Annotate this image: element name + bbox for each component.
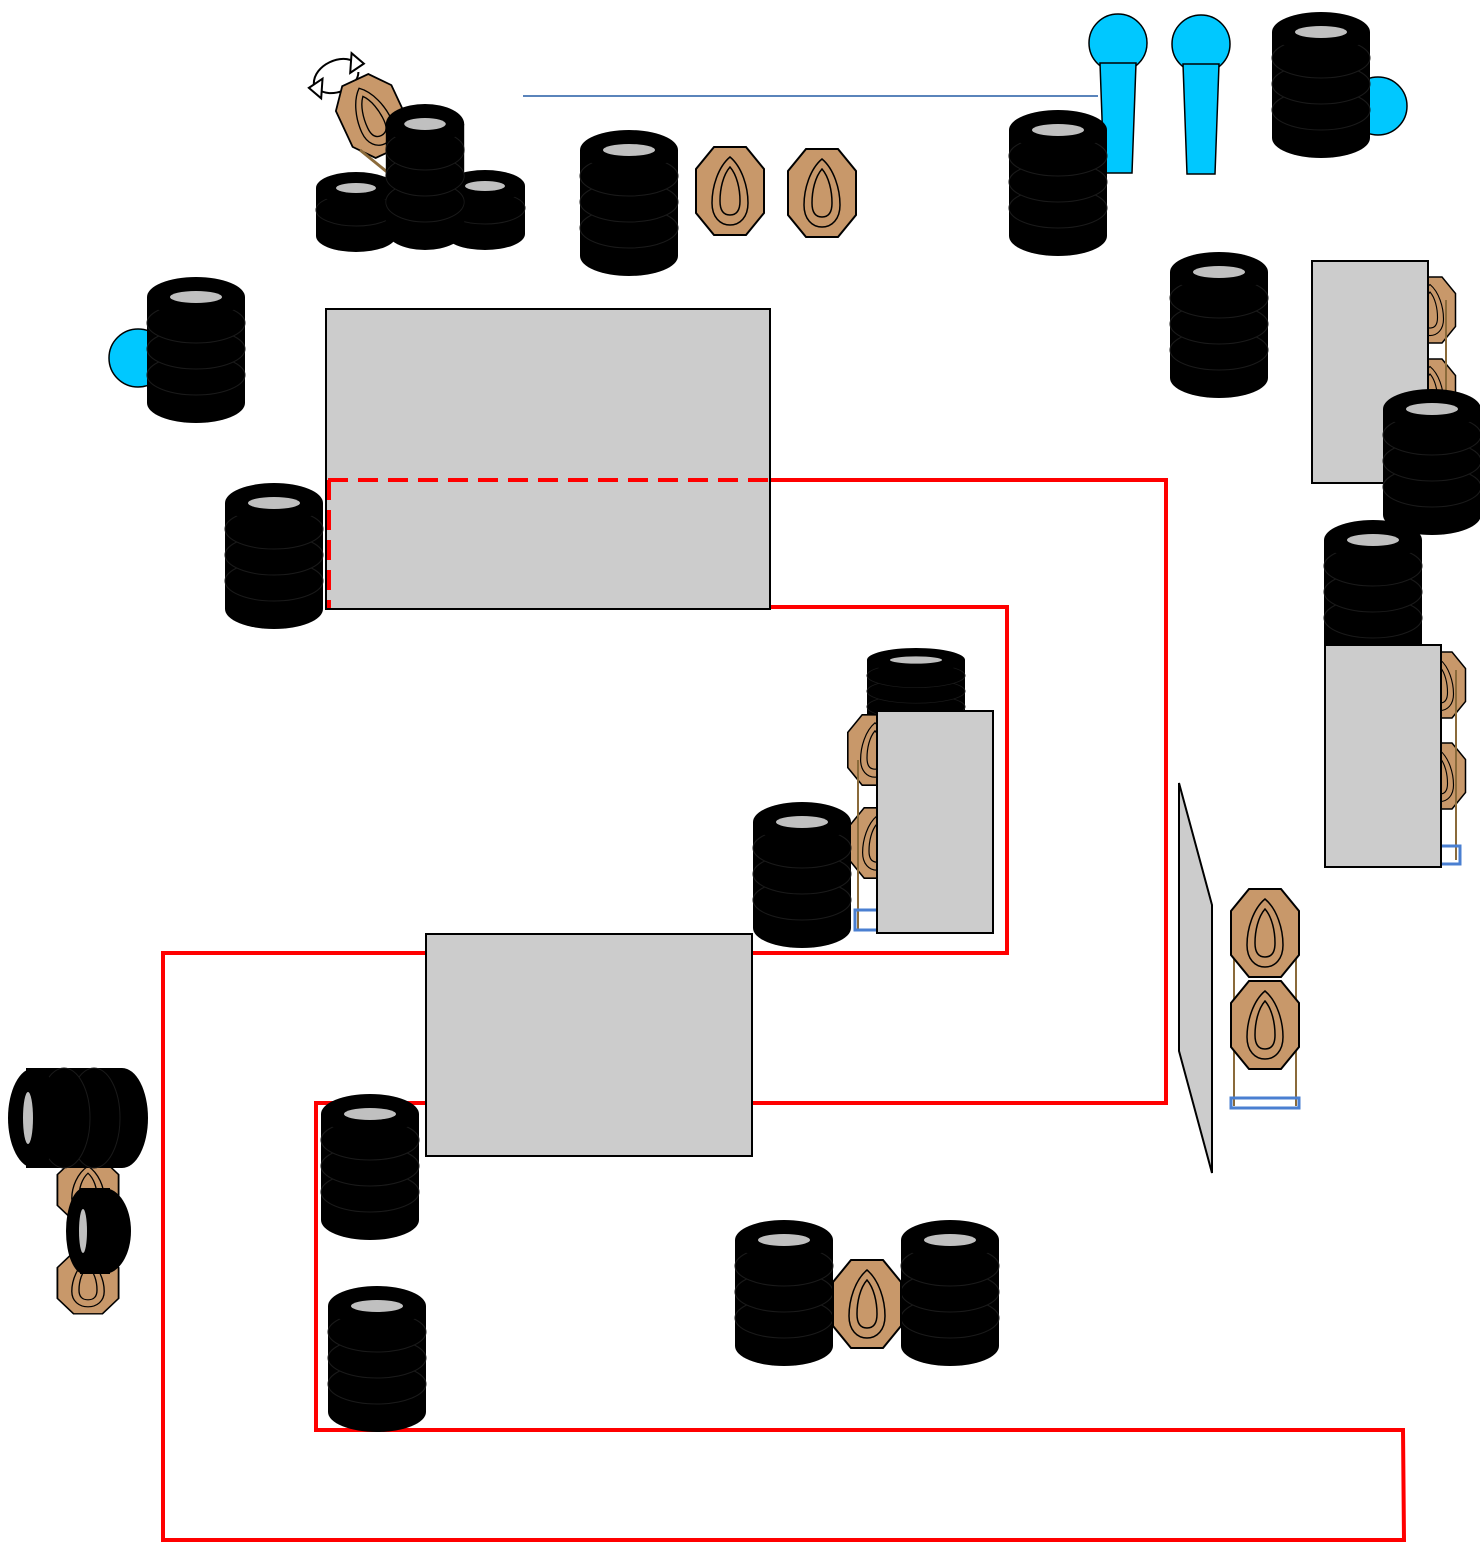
paper-target-icon: [695, 146, 765, 236]
tire-stack-icon: [385, 103, 465, 251]
tire-stack-icon: [315, 171, 397, 253]
wall-barricade-icon: [325, 308, 771, 610]
tire-stack-icon: [1271, 11, 1371, 159]
paper-target-icon: [832, 1259, 902, 1349]
tire-stack-icon: [900, 1219, 1000, 1367]
tire-stack-icon: [327, 1285, 427, 1433]
fault-line-outer: [161, 951, 1407, 1542]
tire-stack-icon: [1169, 251, 1269, 399]
popper-target-icon: [1171, 14, 1231, 175]
paper-target-icon: [787, 148, 857, 238]
fault-line-middle: [752, 605, 1009, 955]
wall-barricade-icon: [876, 710, 994, 934]
tire-stack-icon: [579, 129, 679, 277]
tire-stack-icon: [1382, 388, 1480, 536]
target-stand-icon: [1229, 1096, 1301, 1110]
tire-stack-icon: [8, 1067, 148, 1169]
paper-target-icon: [1230, 980, 1300, 1070]
paper-target-icon: [1230, 888, 1300, 978]
wall-barricade-icon: [425, 933, 753, 1157]
tire-stack-icon: [734, 1219, 834, 1367]
fault-line-upper: [752, 478, 1168, 1105]
tire-stack-icon: [1008, 109, 1108, 257]
tire-stack-icon: [66, 1188, 131, 1274]
tire-stack-icon: [320, 1093, 420, 1241]
tire-stack-icon: [224, 482, 324, 630]
wall-barricade-icon: [1178, 782, 1213, 1174]
tire-stack-icon: [752, 801, 852, 949]
tire-stack-icon: [146, 276, 246, 424]
wall-barricade-icon: [1324, 644, 1442, 868]
